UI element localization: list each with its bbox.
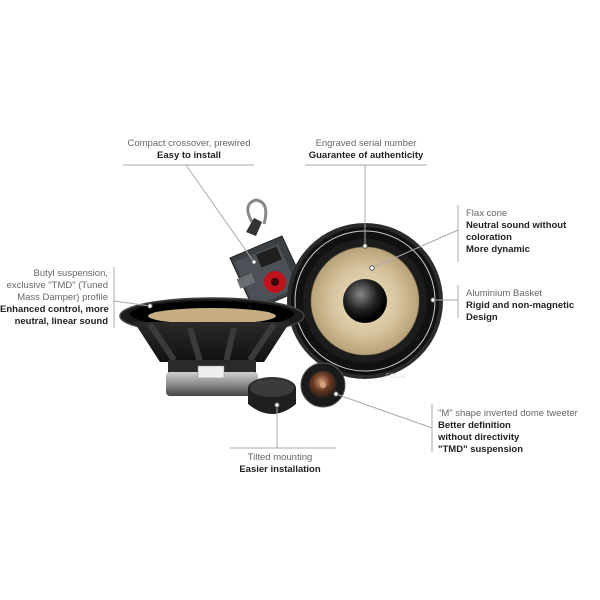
callout-serial: Engraved serial number Guarantee of auth…	[300, 138, 432, 162]
callout-butyl-benefit-2: neutral, linear sound	[14, 316, 108, 327]
tweeter-mount-image	[248, 377, 296, 414]
callout-basket-title: Aluminium Basket	[466, 288, 543, 299]
callout-tweeter-benefit-3: "TMD" suspension	[438, 444, 524, 455]
callout-butyl-benefit-1: Enhanced control, more	[0, 304, 109, 315]
focal-logo-text: FOCAL	[386, 374, 407, 380]
callout-flax-cone: Flax cone Neutral sound without colorati…	[466, 208, 591, 256]
callout-flax-title: Flax cone	[466, 208, 508, 219]
callout-serial-benefit: Guarantee of authenticity	[308, 150, 424, 161]
callout-crossover-title: Compact crossover, prewired	[127, 138, 251, 149]
callout-tweeter-benefit-2: without directivity	[438, 432, 520, 443]
callout-basket-benefit-1: Rigid and non-magnetic	[466, 300, 575, 311]
callout-crossover: Compact crossover, prewired Easy to inst…	[118, 138, 260, 162]
leader-lines	[113, 164, 459, 452]
callout-crossover-benefit: Easy to install	[157, 150, 221, 161]
callout-tilted-title: Tilted mounting	[247, 452, 313, 463]
callout-flax-benefit-2: coloration	[466, 232, 512, 243]
callout-tilted-benefit: Easier installation	[239, 464, 321, 475]
callout-tweeter-title: "M" shape inverted dome tweeter	[438, 408, 578, 419]
callout-butyl-title-2: exclusive "TMD" (Tuned	[6, 280, 108, 291]
woofer-side-image	[119, 297, 305, 396]
callout-flax-benefit-3: More dynamic	[466, 244, 530, 255]
callout-butyl-title-1: Butyl suspension,	[33, 268, 108, 279]
callout-serial-title: Engraved serial number	[315, 138, 417, 149]
callout-tweeter: "M" shape inverted dome tweeter Better d…	[438, 408, 598, 456]
callout-tilted-mounting: Tilted mounting Easier installation	[220, 452, 340, 476]
tweeter-image	[300, 362, 346, 408]
callout-butyl-title-3: Mass Damper) profile	[17, 292, 108, 303]
callout-tweeter-benefit-1: Better definition	[438, 420, 511, 431]
callout-basket-benefit-2: Design	[466, 312, 498, 323]
callout-aluminium-basket: Aluminium Basket Rigid and non-magnetic …	[466, 288, 591, 324]
callout-flax-benefit-1: Neutral sound without	[466, 220, 567, 231]
callout-butyl-suspension: Butyl suspension, exclusive "TMD" (Tuned…	[0, 268, 109, 328]
woofer-front-image: FOCAL	[287, 223, 443, 380]
